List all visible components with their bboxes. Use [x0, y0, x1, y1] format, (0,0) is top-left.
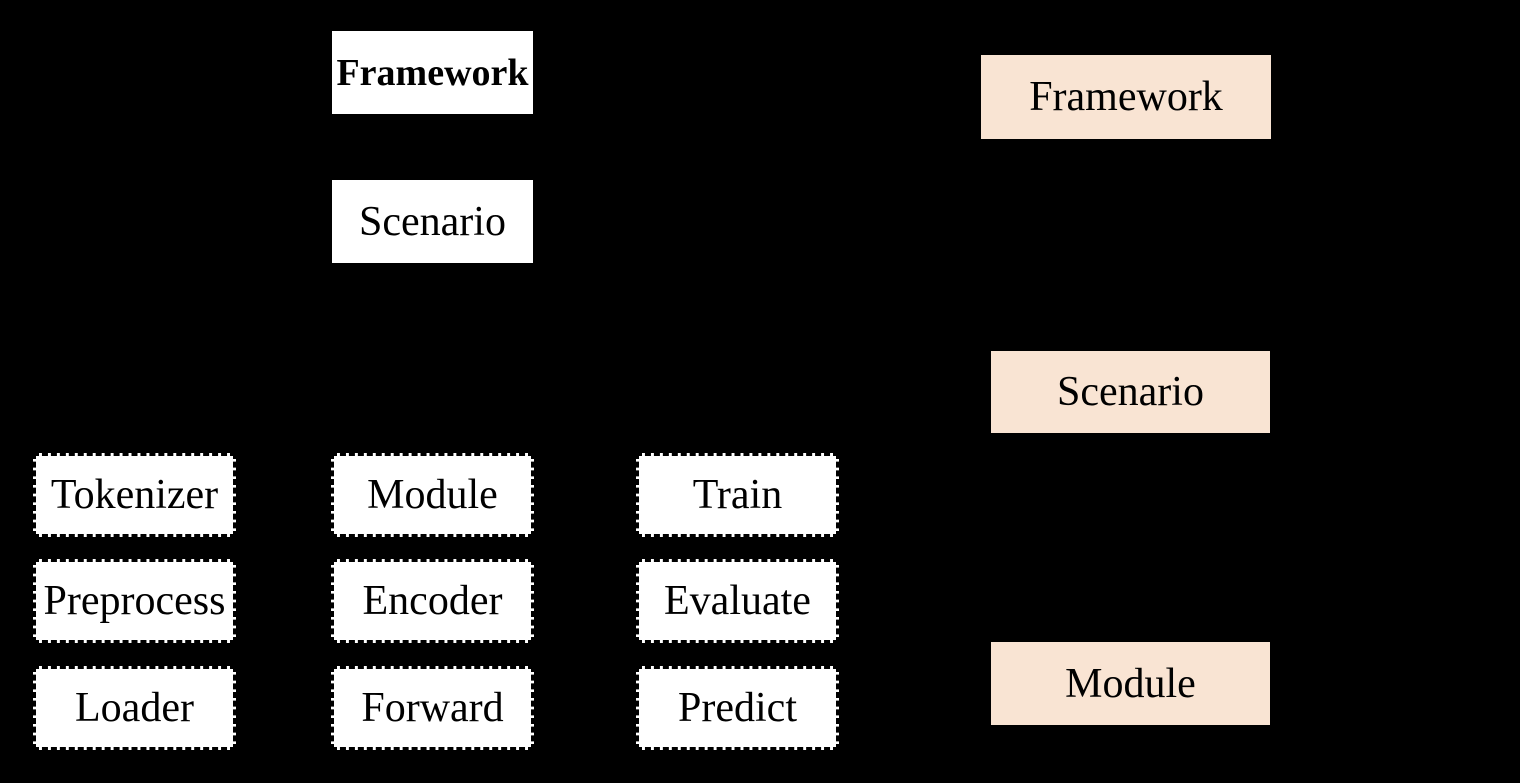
module-box-module-label: Module: [367, 472, 498, 518]
right-scenario-label: Scenario: [1057, 369, 1204, 415]
module-box-loader: Loader: [33, 666, 236, 750]
right-module-label: Module: [1065, 660, 1196, 707]
module-box-encoder: Encoder: [331, 559, 534, 643]
left-scenario-label: Scenario: [359, 198, 506, 245]
module-box-predict-label: Predict: [678, 685, 797, 731]
module-box-forward: Forward: [331, 666, 534, 750]
module-box-preprocess: Preprocess: [33, 559, 236, 643]
right-module-box: Module: [991, 642, 1270, 725]
right-framework-box: Framework: [981, 55, 1271, 139]
left-framework-label: Framework: [336, 51, 529, 94]
right-scenario-box: Scenario: [991, 351, 1270, 433]
module-box-tokenizer: Tokenizer: [33, 453, 236, 537]
module-box-preprocess-label: Preprocess: [43, 578, 226, 624]
module-box-loader-label: Loader: [75, 685, 194, 731]
module-box-module: Module: [331, 453, 534, 537]
right-framework-label: Framework: [1029, 74, 1223, 120]
module-box-forward-label: Forward: [361, 685, 504, 731]
module-box-train-label: Train: [692, 472, 783, 518]
module-box-evaluate-label: Evaluate: [664, 578, 811, 624]
module-box-predict: Predict: [636, 666, 839, 750]
left-scenario-box: Scenario: [332, 180, 533, 263]
module-box-evaluate: Evaluate: [636, 559, 839, 643]
module-box-tokenizer-label: Tokenizer: [50, 472, 219, 518]
module-box-encoder-label: Encoder: [362, 578, 503, 624]
module-box-train: Train: [636, 453, 839, 537]
left-framework-box: Framework: [332, 31, 533, 114]
